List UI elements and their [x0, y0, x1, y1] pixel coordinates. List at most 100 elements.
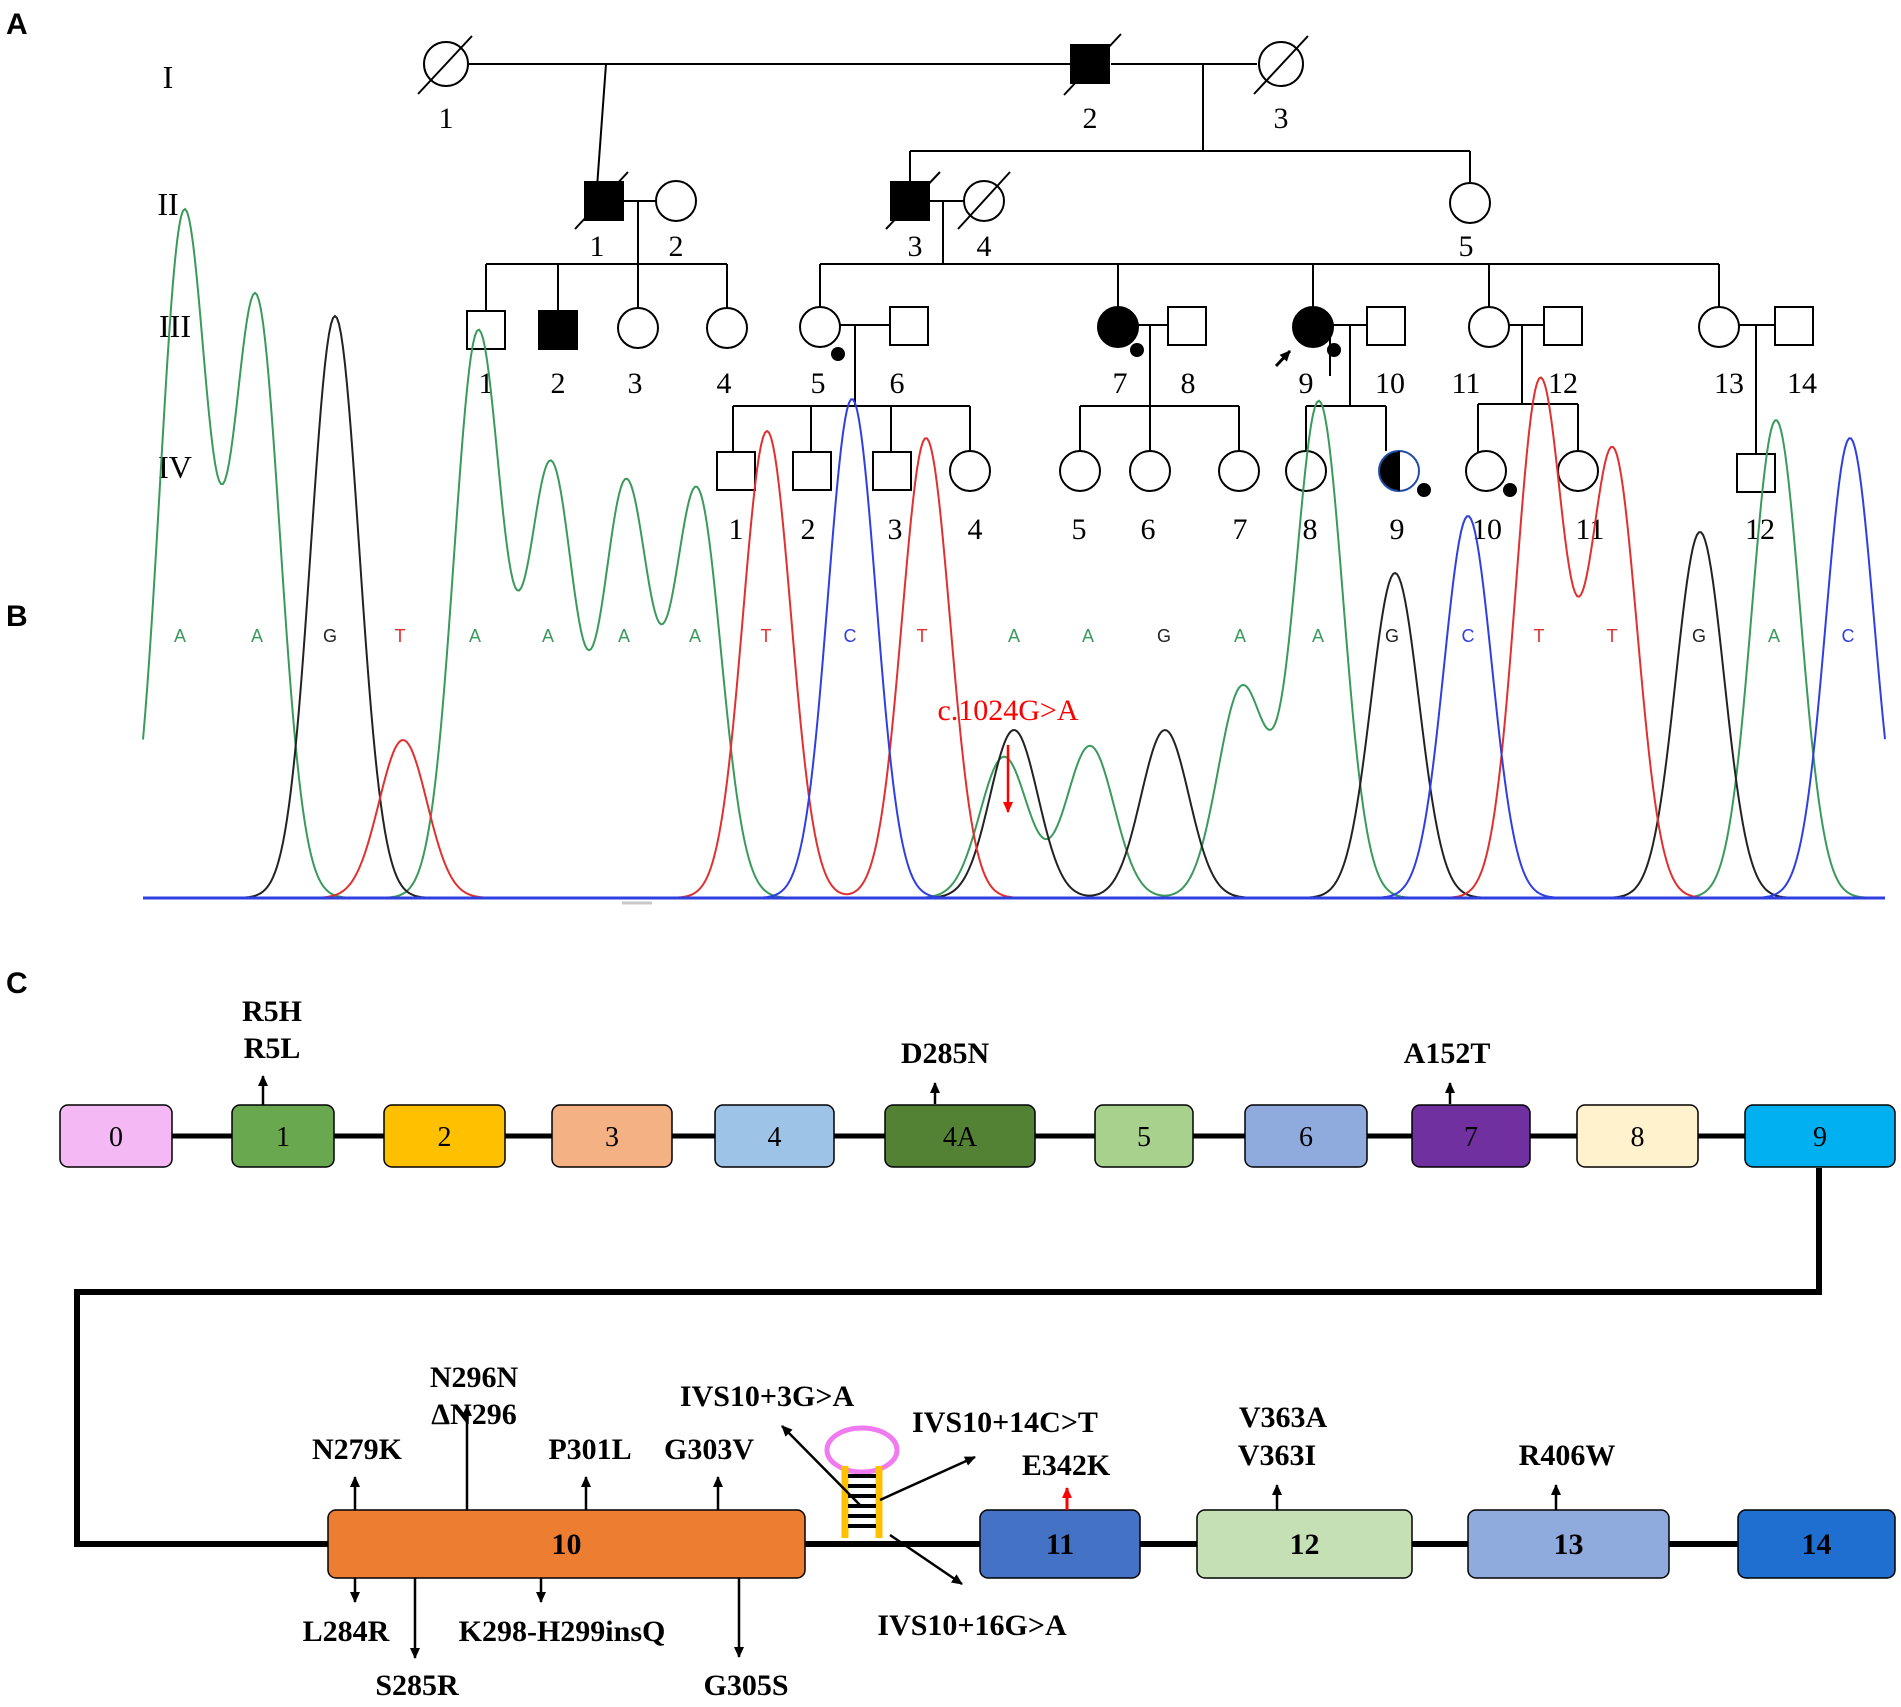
male	[1774, 306, 1814, 346]
exon-2: 2	[383, 1104, 506, 1168]
exon-label: 0	[109, 1122, 123, 1153]
individual-number: 5	[1459, 230, 1474, 263]
exon-label: 4A	[943, 1122, 978, 1153]
male	[1366, 306, 1406, 346]
base-call: A	[1768, 626, 1780, 646]
mutation-label: K298-H299insQ	[459, 1615, 666, 1648]
female	[949, 450, 991, 492]
female-affected-carrier-proband	[1292, 306, 1334, 348]
male-affected-deceased	[890, 181, 930, 221]
mutation-label: IVS10+14C>T	[912, 1406, 1098, 1439]
individual-number: 4	[717, 367, 732, 400]
gene-backbone	[74, 1133, 1822, 1547]
mutation-label: IVS10+16G>A	[877, 1609, 1067, 1642]
mutation-label: R5H	[242, 995, 302, 1028]
exon-1: 1	[231, 1104, 335, 1168]
generation-label: III	[159, 308, 191, 344]
individual-number: 4	[968, 513, 983, 546]
trace-G	[143, 314, 1885, 899]
exon-label: 10	[552, 1528, 582, 1561]
mutation-labels: R5H R5L D285N A152T N279K N296N ΔN296 P3…	[242, 995, 1615, 1702]
male	[1543, 306, 1583, 346]
base-call: T	[1607, 626, 1618, 646]
base-call: A	[618, 626, 630, 646]
mutation-label: L284R	[303, 1615, 390, 1648]
mutation-label: N296N	[430, 1361, 519, 1394]
base-call: A	[542, 626, 554, 646]
hairpin-structure	[824, 1425, 900, 1538]
individual-number: 7	[1113, 367, 1128, 400]
generation-label: II	[157, 186, 178, 222]
individual-number: 7	[1233, 513, 1248, 546]
base-call: T	[917, 626, 928, 646]
exon-label: 13	[1554, 1528, 1584, 1561]
exon-6: 6	[1244, 1104, 1368, 1168]
male	[1167, 306, 1207, 346]
female	[706, 307, 748, 349]
mutation-label: V363A	[1239, 1401, 1328, 1434]
base-call: A	[1234, 626, 1246, 646]
individual-number: 1	[439, 102, 454, 135]
exon-label: 11	[1046, 1528, 1074, 1561]
base-call: C	[844, 626, 857, 646]
base-call: C	[1462, 626, 1475, 646]
variant-label: c.1024G>A	[937, 694, 1078, 727]
exon-label: 7	[1464, 1122, 1478, 1153]
female	[1218, 450, 1260, 492]
mutation-label: N279K	[312, 1433, 403, 1466]
exon-0: 0	[59, 1104, 173, 1168]
male	[1736, 453, 1776, 493]
exon-label: 2	[438, 1122, 452, 1153]
base-call: A	[251, 626, 263, 646]
individual-number: 13	[1714, 367, 1744, 400]
male	[872, 451, 912, 491]
individual-number: 3	[628, 367, 643, 400]
exon-8: 8	[1576, 1104, 1699, 1168]
exon-label: 14	[1802, 1528, 1832, 1561]
exon-label: 12	[1290, 1528, 1320, 1561]
female-affected-carrier	[1097, 306, 1139, 348]
female	[1449, 182, 1491, 224]
pedigree-symbols	[417, 33, 1814, 497]
base-call: G	[323, 626, 337, 646]
panel-label-c: C	[6, 967, 28, 1000]
individual-number: 1	[590, 230, 605, 263]
individual-number: 2	[1083, 102, 1098, 135]
male	[716, 451, 756, 491]
base-call: T	[761, 626, 772, 646]
female	[1698, 306, 1740, 348]
mutation-label: A152T	[1404, 1037, 1491, 1070]
exon-label: 9	[1813, 1122, 1827, 1153]
pedigree-numbers: 1 2 3 1 2 3 4 5 1 2 3 4 5 6 7 8 9 10 11 …	[439, 102, 1818, 546]
mutation-label: G303V	[664, 1433, 754, 1466]
male-affected-deceased	[1070, 44, 1110, 84]
trace-A	[142, 207, 1885, 899]
individual-number: 3	[908, 230, 923, 263]
individual-number: 3	[888, 513, 903, 546]
traces	[142, 207, 1886, 899]
female	[1557, 450, 1599, 492]
female-carrier	[799, 306, 841, 348]
exon-10: 10	[327, 1509, 806, 1579]
mutation-label: V363I	[1238, 1439, 1316, 1472]
individual-number: 12	[1548, 367, 1578, 400]
individual-number: 8	[1181, 367, 1196, 400]
exon-13: 13	[1467, 1509, 1670, 1579]
exon-11: 11	[979, 1509, 1141, 1579]
exon-4: 4	[714, 1104, 835, 1168]
base-call: T	[1534, 626, 1545, 646]
exon-label: 5	[1137, 1122, 1151, 1153]
mutation-label: D285N	[901, 1037, 990, 1070]
female-half-affected-carrier	[1378, 450, 1420, 492]
base-call: T	[395, 626, 406, 646]
base-call: A	[689, 626, 701, 646]
individual-number: 2	[801, 513, 816, 546]
female	[1129, 450, 1171, 492]
mutation-label: R406W	[1519, 1439, 1616, 1472]
base-call: A	[1008, 626, 1020, 646]
exon-14: 14	[1737, 1509, 1896, 1579]
individual-number: 2	[551, 367, 566, 400]
